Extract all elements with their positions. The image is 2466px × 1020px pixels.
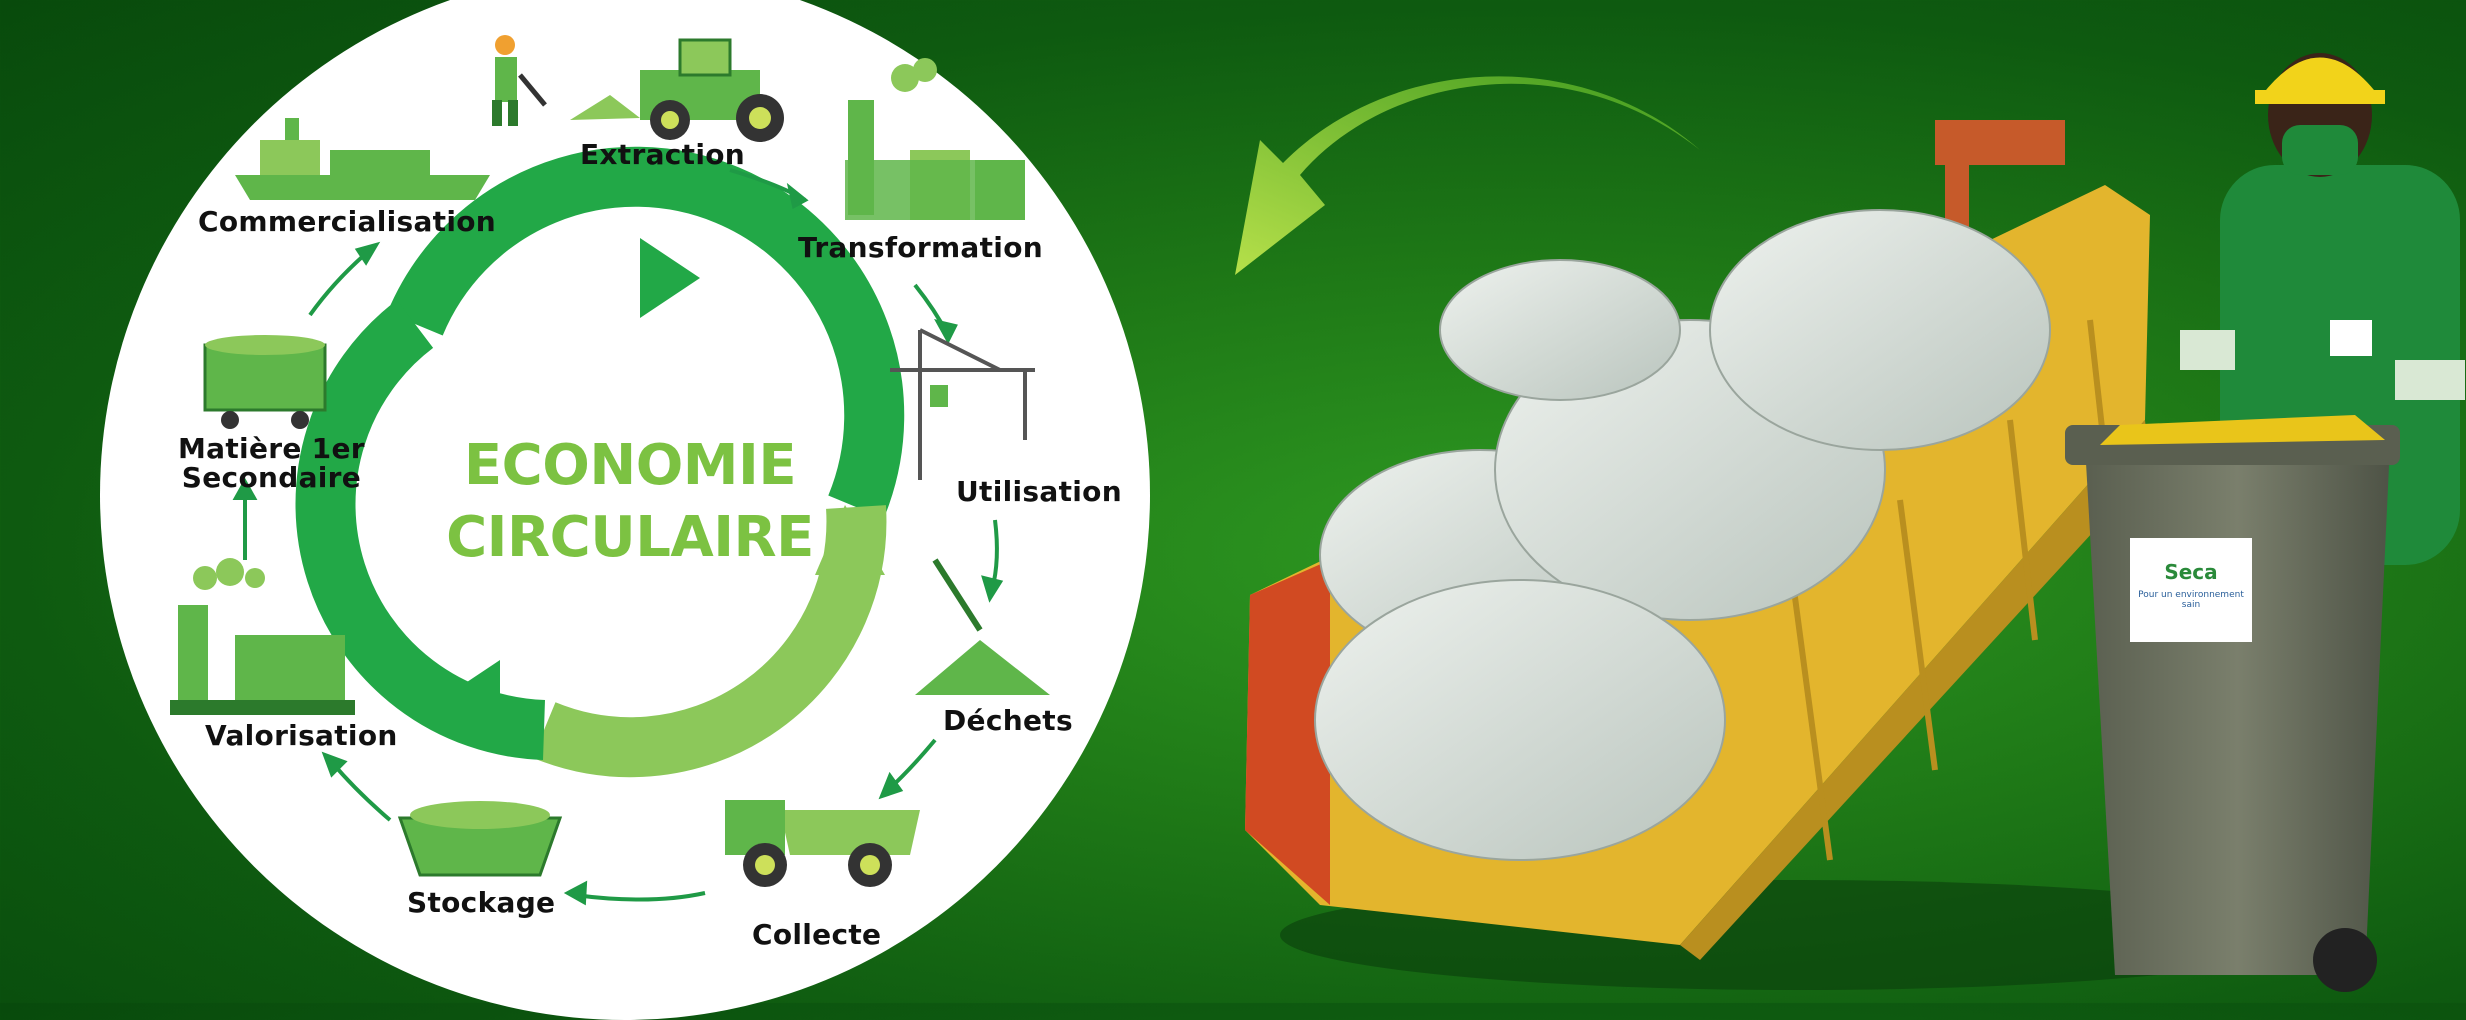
hard-hat-icon	[2262, 57, 2378, 95]
face-mask	[2282, 125, 2358, 175]
bin-tagline: Pour un environnement sain	[2138, 590, 2244, 610]
bin-sticker	[2130, 538, 2252, 642]
bin-wheel	[2313, 928, 2377, 992]
stage-label-utilisation: Utilisation	[956, 475, 1122, 508]
skip-container-icon	[397, 801, 563, 877]
bulldozer-icon	[570, 38, 784, 142]
ring-segment-top	[387, 146, 905, 519]
center-title-line1: ECONOMIE	[463, 433, 797, 498]
worker-jackhammer-icon	[492, 35, 547, 126]
freight-wagon-icon	[203, 335, 327, 429]
truck-crane-arm	[1935, 120, 2065, 165]
bin-brand: Seca	[2164, 560, 2218, 584]
wheelie-bin	[2065, 415, 2400, 992]
recycling-plant-icon	[170, 558, 355, 715]
factory-icon	[845, 58, 1025, 220]
matiere-line2: Secondaire	[181, 461, 362, 495]
stage-label-valorisation: Valorisation	[205, 719, 398, 752]
cargo-ship-icon	[235, 118, 490, 200]
ring-arrowhead-top-icon	[640, 238, 700, 318]
plastic-bottle-bags	[1314, 209, 2051, 861]
stage-label-transformation: Transformation	[798, 231, 1043, 264]
center-title-line2: CIRCULAIRE	[446, 504, 814, 570]
ring-arrowhead-bottom-icon	[440, 660, 500, 740]
dump-truck-icon	[725, 800, 920, 887]
waste-pile-icon	[915, 558, 1050, 695]
diagram-center-title: ECONOMIE CIRCULAIRE	[430, 430, 830, 573]
stage-label-dechets: Déchets	[943, 704, 1073, 737]
stage-label-commercialisation: Commercialisation	[198, 205, 497, 238]
bin-sticker-text: Seca Pour un environnement sain	[2132, 560, 2250, 610]
bin-yellow-lid	[2100, 415, 2385, 445]
stage-label-extraction: Extraction	[580, 138, 746, 171]
uniform-logo	[2330, 320, 2372, 356]
stage-label-stockage: Stockage	[407, 886, 556, 919]
matiere-line1: Matière 1er	[178, 432, 365, 465]
ring-arrowhead-right-icon	[815, 505, 885, 575]
stage-label-collecte: Collecte	[752, 918, 882, 951]
stage-label-matiere: Matière 1er Secondaire	[178, 434, 365, 493]
crane-icon	[890, 328, 1035, 480]
